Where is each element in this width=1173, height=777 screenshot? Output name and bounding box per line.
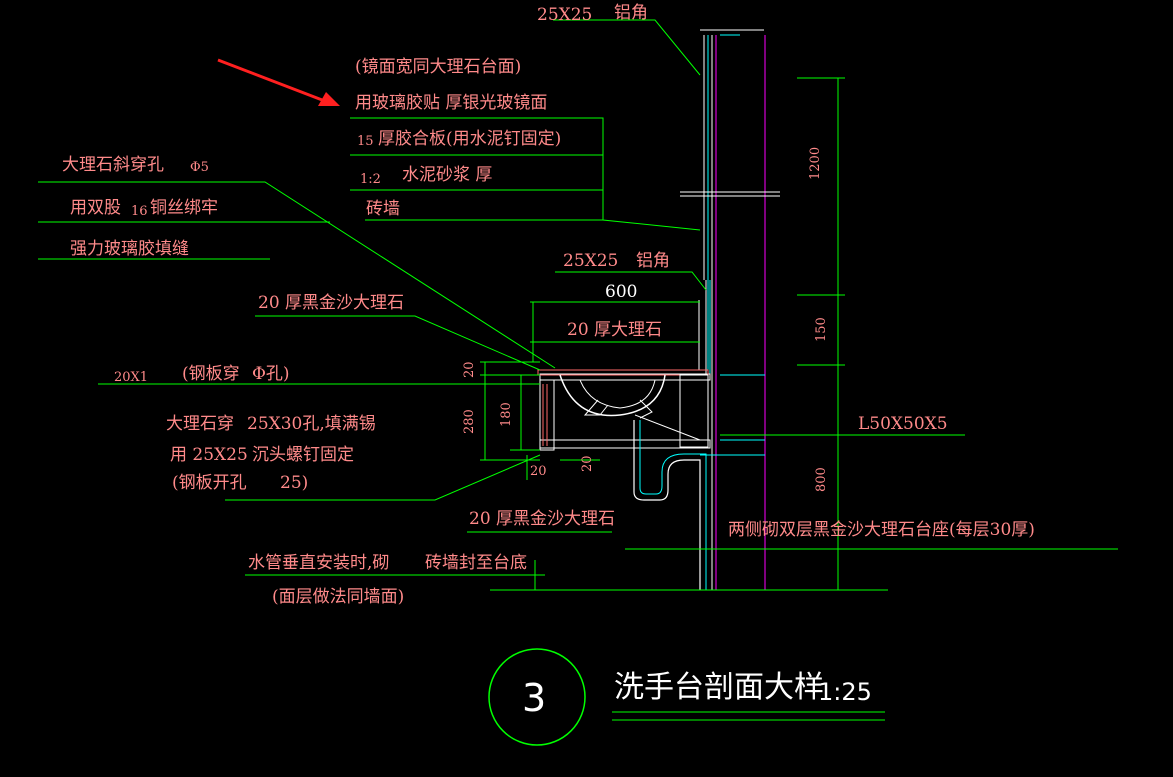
mortar-ratio: 1:2: [360, 172, 381, 187]
dim-180: 180: [499, 402, 514, 427]
pipe-finish: (面层做法同墙面): [272, 587, 405, 607]
copper-wire-pre: 用双股: [70, 198, 121, 218]
title-underline: [612, 711, 885, 721]
dim-150: 150: [814, 317, 829, 342]
angle-steel: L50X50X5: [858, 414, 948, 434]
copper-wire-num: 16: [131, 204, 148, 219]
dim-20-mid: 20: [530, 464, 547, 479]
marble-hole-fill-a: 大理石穿: [166, 414, 234, 434]
plywood-size: 15: [357, 134, 374, 149]
brick-wall: 砖墙: [366, 199, 400, 219]
mid-angle-name: 铝角: [636, 251, 670, 271]
plywood-text: 厚胶合板(用水泥钉固定): [378, 129, 562, 149]
top-angle-size: 25X25: [537, 5, 593, 25]
title-circle: [488, 648, 586, 746]
dim-20-right: 20: [580, 455, 595, 472]
wall-structure: [680, 29, 780, 590]
screw-fix-a: 用 25X25: [170, 445, 248, 465]
dimension-lines: [480, 77, 845, 590]
copper-wire-post: 铜丝绑牢: [150, 198, 218, 218]
black-marble-bottom: 20 厚黑金沙大理石: [469, 509, 616, 529]
marble-hole-fill-b: 25X30孔,填满锡: [247, 414, 376, 434]
steel-plate-text: (钢板穿: [182, 364, 240, 384]
title-text: 洗手台剖面大样: [614, 670, 824, 705]
dim-800: 800: [814, 467, 829, 492]
top-angle-name: 铝角: [614, 3, 648, 23]
mirror-glass: 用玻璃胶贴 厚银光玻镜面: [355, 93, 548, 113]
mid-angle-size: 25X25: [563, 251, 619, 271]
highlight-arrow-icon: [217, 58, 340, 106]
pipe-note-b: 砖墙封至台底: [425, 553, 527, 573]
basin-counter: [537, 369, 765, 456]
leader-lines: [38, 19, 965, 590]
marble-hole-text: 大理石斜穿孔: [62, 155, 164, 175]
drain-trap: [633, 420, 707, 590]
dim-20-top: 20: [462, 361, 477, 378]
floor-line: [490, 548, 1118, 591]
title-scale: 1:25: [818, 678, 872, 706]
title-number: 3: [522, 676, 547, 720]
steel-plate-tail: Φ孔): [252, 364, 290, 384]
mirror-note: (镜面宽同大理石台面): [355, 57, 522, 77]
marble-20: 20 厚大理石: [567, 320, 663, 340]
dim-1200: 1200: [808, 146, 823, 180]
dim-280: 280: [462, 409, 477, 434]
side-base: 两侧砌双层黑金沙大理石台座(每层30厚): [728, 520, 1035, 540]
plate-hole-b: 25): [280, 473, 309, 493]
marble-hole-dia: Φ5: [190, 160, 209, 175]
pipe-note-a: 水管垂直安装时,砌: [248, 553, 390, 573]
dim-600: 600: [605, 282, 638, 302]
glue-seal: 强力玻璃胶填缝: [70, 239, 189, 259]
mortar-text: 水泥砂浆 厚: [402, 165, 493, 185]
screw-fix-b: 沉头螺钉固定: [252, 445, 354, 465]
black-marble-top: 20 厚黑金沙大理石: [258, 293, 405, 313]
plate-hole-a: (钢板开孔: [172, 473, 247, 493]
steel-plate-size: 20X1: [114, 370, 149, 385]
